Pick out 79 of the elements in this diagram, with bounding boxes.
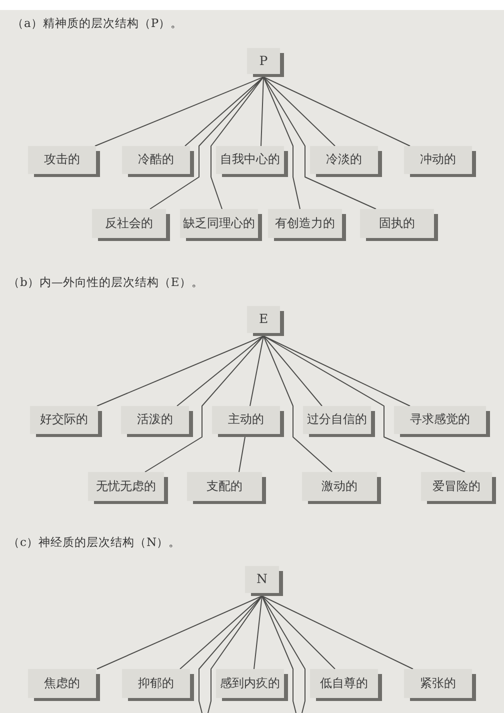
trait-box (360, 209, 438, 241)
trait-label: 无忧无虑的 (96, 480, 156, 494)
trait-box (404, 146, 476, 177)
trait-label: 冲动的 (420, 153, 456, 167)
factor-label: E (258, 312, 268, 327)
trait-label: 紧张的 (420, 676, 456, 690)
trait-box (30, 406, 102, 437)
section-heading: （b）内—外向性的层次结构（E）。 (8, 276, 204, 290)
connector-line (176, 336, 264, 406)
factor-label: P (259, 54, 268, 68)
connector-line (150, 76, 264, 210)
trait-label: 好交际的 (40, 413, 88, 427)
trait-box (310, 669, 382, 701)
trait-label: 激动的 (322, 480, 358, 494)
trait-label: 反社会的 (105, 216, 153, 230)
connector-line (263, 76, 336, 146)
trait-label: 冷淡的 (326, 153, 362, 167)
connector-line (263, 76, 300, 210)
connector-line (94, 76, 264, 146)
trait-label: 固执的 (379, 216, 415, 230)
connector-line (250, 336, 264, 406)
connector-line (144, 336, 264, 472)
connector-line (238, 436, 246, 472)
trait-box (187, 472, 266, 504)
trait-box (180, 209, 262, 241)
trait-label: 活泼的 (137, 413, 173, 427)
trait-box (92, 209, 170, 241)
trait-box (310, 146, 382, 177)
trait-box (302, 472, 381, 504)
trait-box (216, 669, 288, 701)
trait-box (421, 472, 496, 504)
trait-label: 攻击的 (44, 153, 80, 167)
connector-line (262, 596, 336, 670)
trait-box (303, 406, 375, 437)
connector-line (262, 596, 414, 670)
factor-box (247, 48, 284, 77)
factor-box (245, 566, 283, 596)
trait-box (404, 669, 476, 701)
trait-label: 冷酷的 (138, 153, 174, 167)
trait-label: 寻求感觉的 (410, 413, 470, 427)
trait-box (394, 406, 490, 437)
trait-label: 焦虑的 (44, 676, 80, 690)
trait-box (122, 146, 194, 177)
trait-label: 缺乏同理心的 (183, 216, 255, 230)
factor-box (247, 306, 284, 336)
trait-label: 过分自信的 (307, 413, 367, 427)
connector-line (96, 596, 262, 670)
trait-label: 爱冒险的 (432, 480, 480, 494)
connector-line (184, 76, 264, 146)
factor-label: N (256, 572, 268, 587)
section-heading: （c）神经质的层次结构（N）。 (8, 536, 181, 550)
trait-box (122, 669, 194, 701)
connector-line (180, 596, 262, 670)
section-heading: （a）精神质的层次结构（P）。 (12, 17, 183, 31)
connector-line (262, 596, 296, 713)
trait-label: 支配的 (206, 480, 242, 494)
trait-label: 自我中心的 (220, 153, 280, 167)
connector-line (260, 76, 264, 146)
trait-box (121, 406, 193, 437)
connector-line (263, 336, 322, 406)
trait-label: 有创造力的 (275, 216, 335, 230)
trait-label: 抑郁的 (138, 676, 174, 690)
connector-line (210, 76, 264, 210)
trait-box (88, 472, 168, 504)
trait-label: 感到内疚的 (220, 676, 280, 690)
connector-line (263, 336, 466, 472)
connector-line (262, 596, 306, 713)
trait-box (212, 406, 284, 437)
trait-label: 低自尊的 (320, 676, 368, 690)
connector-line (263, 336, 332, 472)
connector-line (263, 76, 410, 146)
trait-box (216, 146, 288, 177)
trait-box (268, 209, 346, 241)
trait-box (28, 669, 100, 701)
connector-line (263, 76, 376, 210)
connector-line (254, 596, 262, 670)
connector-line (96, 336, 264, 406)
trait-label: 主动的 (228, 413, 264, 427)
trait-box (28, 146, 100, 177)
